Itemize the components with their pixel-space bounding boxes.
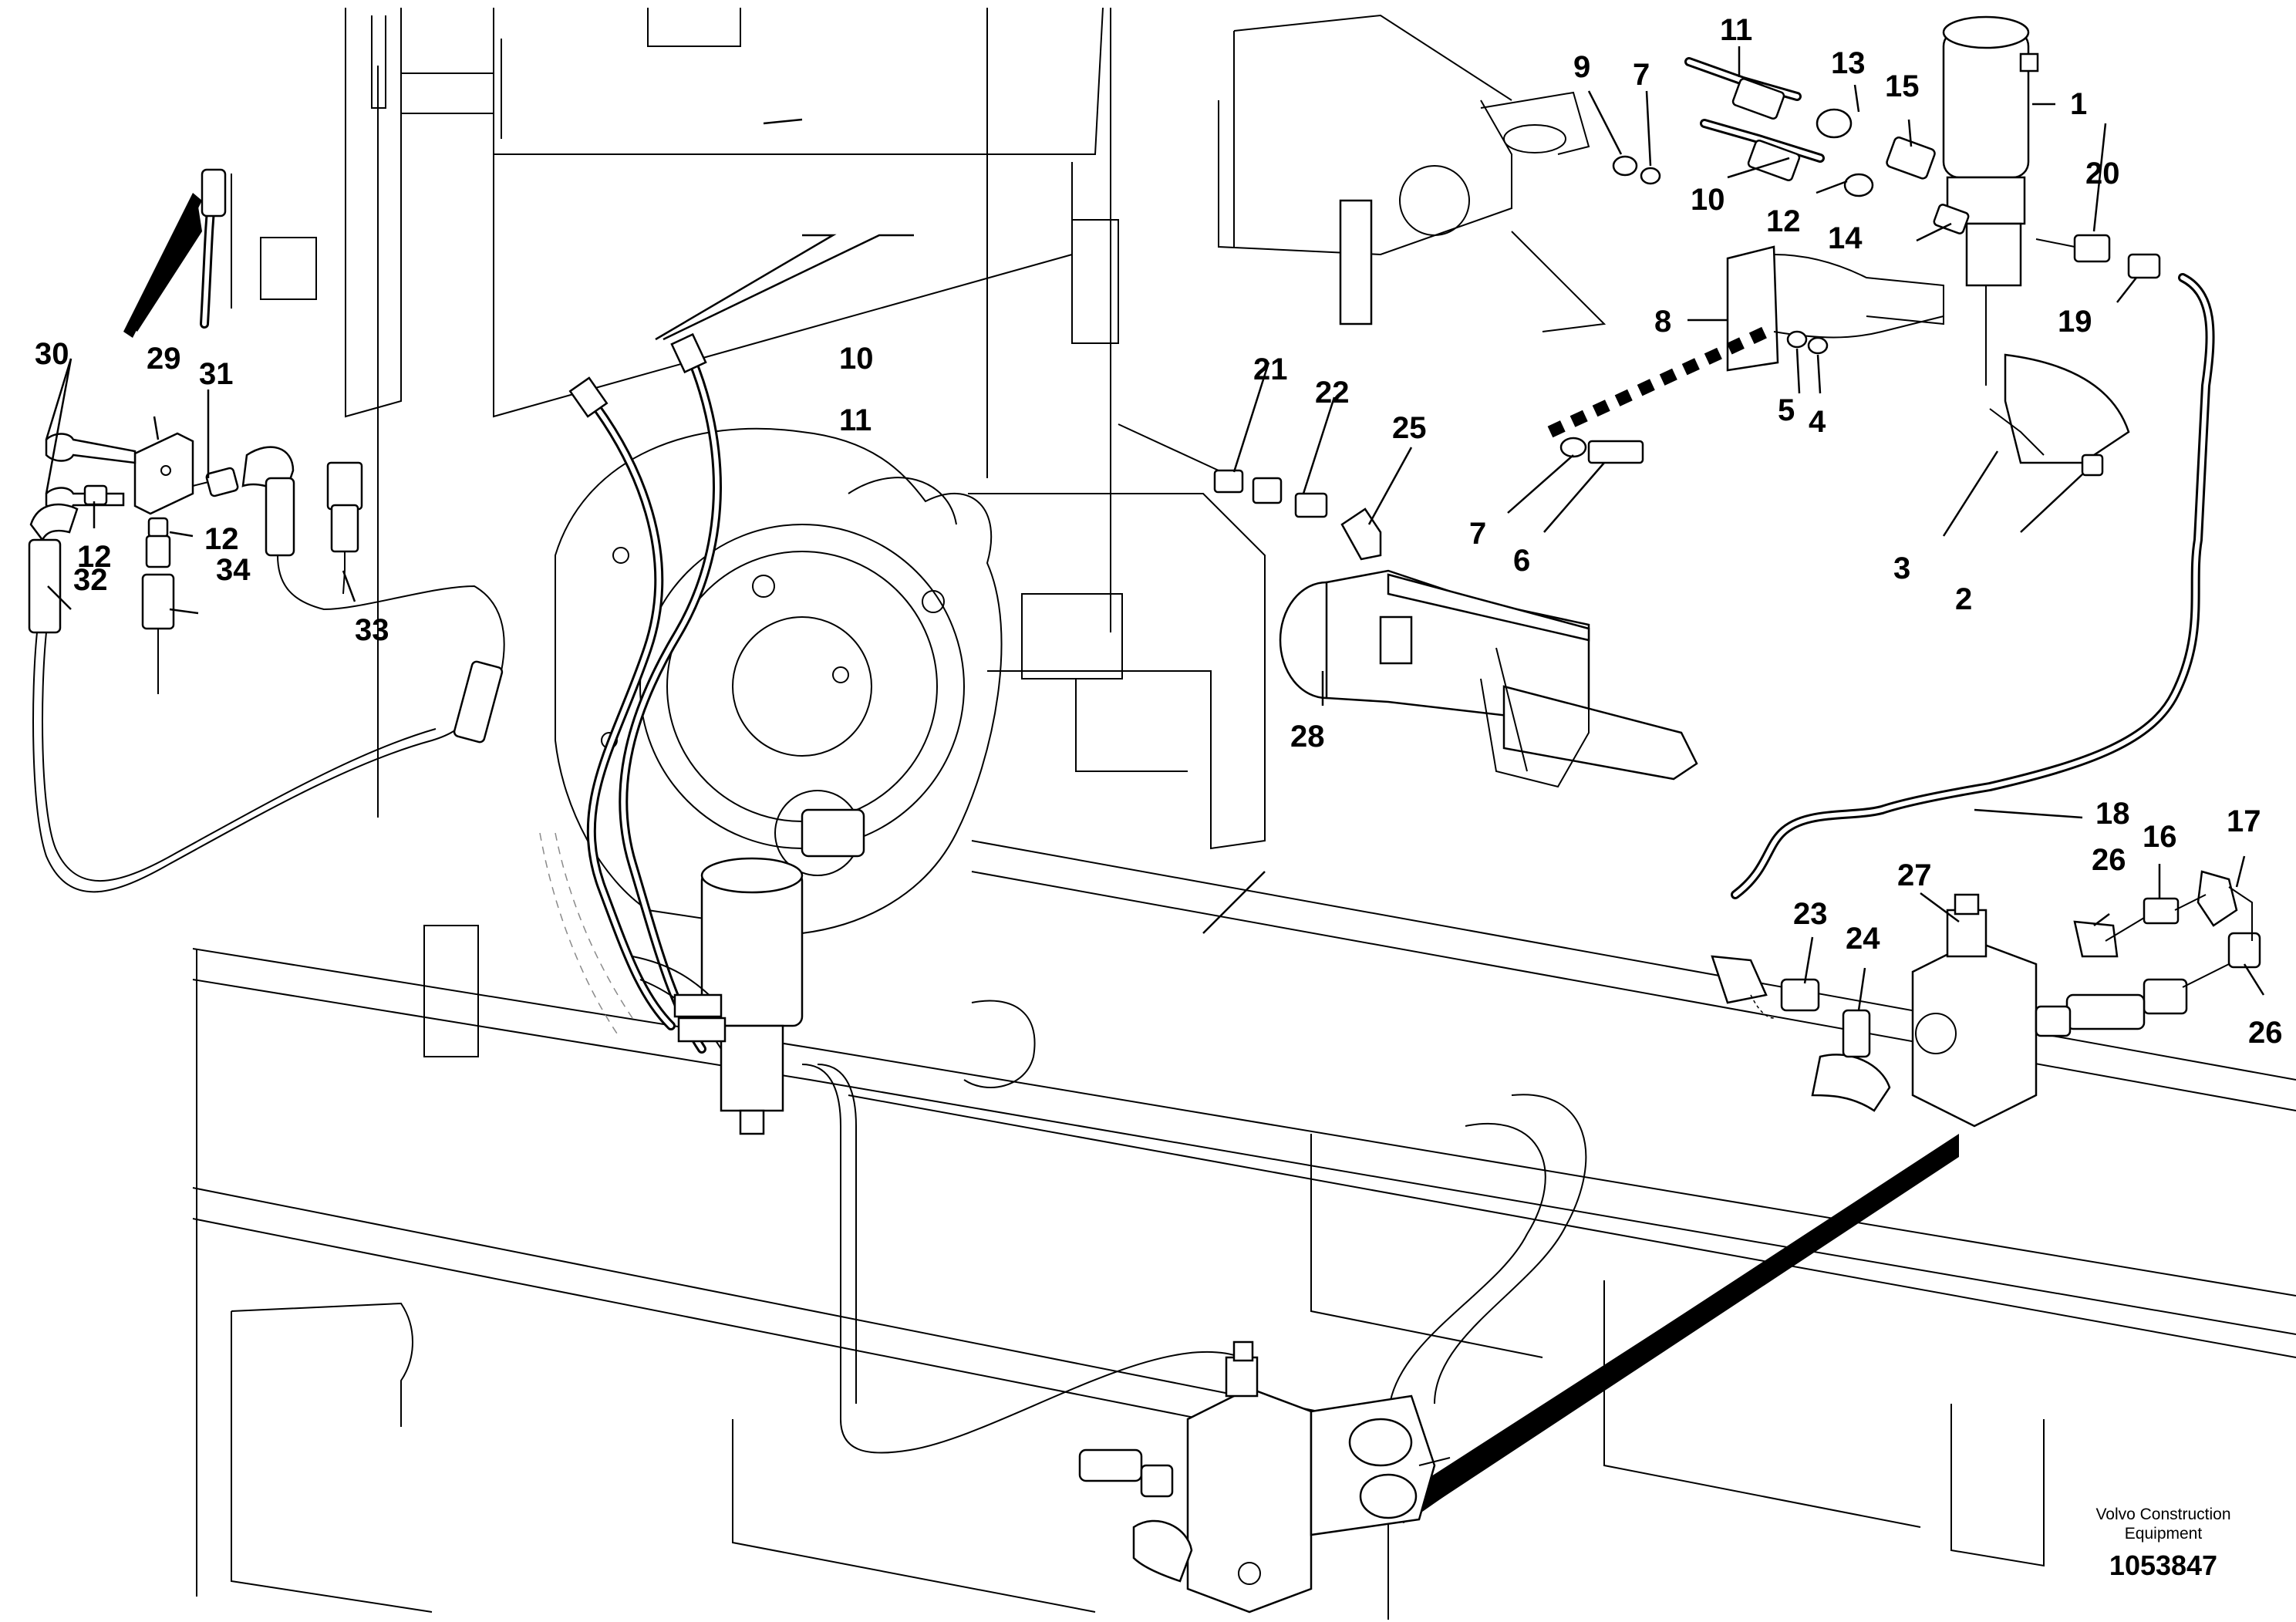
part-callouts: 1 2 3 4 5 6 7 7 8 9 10 10 11 11 12 12 12… [35, 13, 2283, 1050]
callout-32: 32 [73, 563, 108, 597]
callout-29: 29 [147, 342, 181, 376]
callout-13: 13 [1831, 46, 1866, 80]
callout-17: 17 [2227, 804, 2261, 838]
callout-2: 2 [1955, 582, 1972, 616]
callout-8: 8 [1654, 305, 1671, 339]
callout-12b: 12 [204, 522, 239, 556]
callout-4: 4 [1809, 405, 1826, 439]
callout-28: 28 [1290, 720, 1325, 754]
callout-14: 14 [1828, 221, 1863, 255]
callout-16: 16 [2143, 820, 2177, 854]
left-detail-assembly [28, 168, 505, 893]
callout-27: 27 [1897, 858, 1932, 892]
callout-24: 24 [1846, 922, 1880, 956]
callout-15: 15 [1885, 69, 1920, 103]
callout-12a: 12 [1766, 204, 1801, 238]
callout-1: 1 [2070, 87, 2087, 121]
cylinder-28-assembly [1118, 423, 1698, 788]
callout-7b: 7 [1469, 517, 1486, 551]
lower-center-valve [1078, 1340, 1451, 1614]
callout-11b: 11 [839, 403, 872, 437]
callout-33: 33 [355, 613, 389, 647]
callout-19: 19 [2058, 305, 2092, 339]
callout-25: 25 [1392, 411, 1427, 445]
callout-23: 23 [1793, 897, 1828, 931]
callout-12c: 12 [77, 540, 112, 574]
valve-27-assembly [1381, 870, 2261, 1523]
credit-line-2: Equipment [2125, 1525, 2203, 1543]
callout-22: 22 [1315, 376, 1350, 410]
callout-3: 3 [1893, 551, 1910, 585]
flywheel-housing [555, 427, 1003, 935]
callout-10a: 10 [1691, 183, 1725, 217]
callout-26b: 26 [2248, 1016, 2283, 1050]
callout-21: 21 [1253, 352, 1288, 386]
callout-34: 34 [216, 553, 251, 587]
leader-lines [45, 46, 2265, 1011]
callout-30: 30 [35, 337, 69, 371]
callout-9: 9 [1573, 50, 1590, 84]
callout-18: 18 [2095, 797, 2130, 831]
callout-11a: 11 [1720, 13, 1752, 47]
callout-31: 31 [199, 357, 234, 391]
callout-6: 6 [1513, 544, 1530, 578]
drawing-number: 1053847 [2109, 1549, 2217, 1581]
callout-26a: 26 [2092, 843, 2126, 877]
drawing-credit: Volvo Construction Equipment 1053847 [2095, 1506, 2230, 1581]
callout-20: 20 [2085, 157, 2120, 191]
callout-10b: 10 [839, 342, 874, 376]
credit-line-1: Volvo Construction [2095, 1506, 2230, 1523]
callout-7a: 7 [1633, 58, 1650, 92]
center-solenoid-valve [632, 857, 1242, 1454]
right-upper-assembly [1218, 14, 2215, 899]
callout-5: 5 [1778, 393, 1795, 427]
hoses-10-11-center [539, 332, 722, 1054]
